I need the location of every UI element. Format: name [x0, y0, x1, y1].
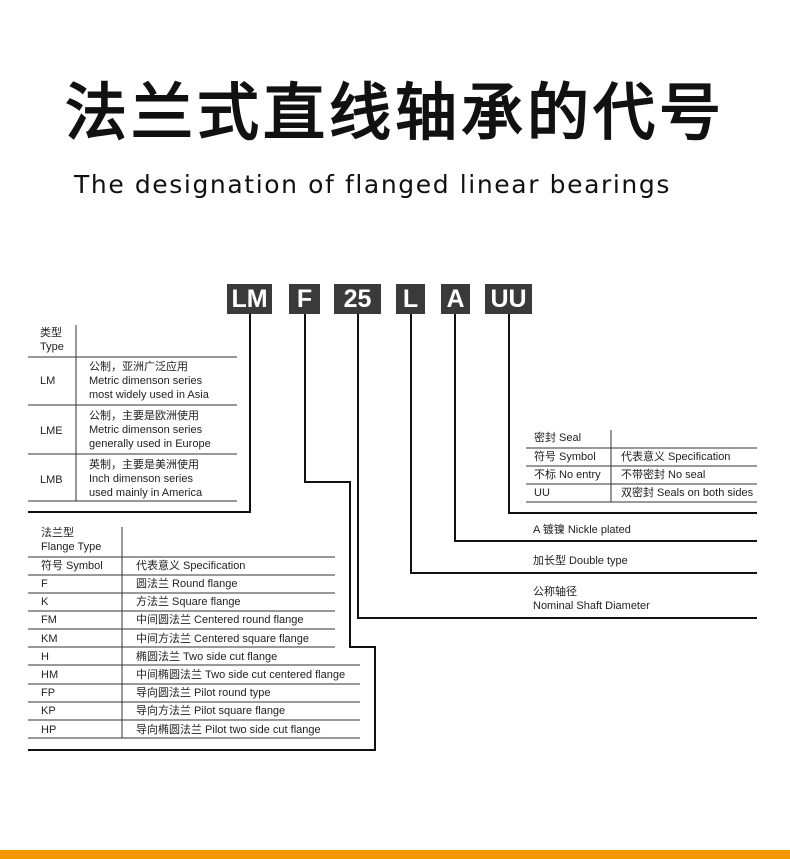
flange-spec: 导向椭圆法兰 Pilot two side cut flange: [136, 723, 321, 736]
type-desc: 公制，亚洲广泛应用: [89, 361, 188, 373]
accent-bar: [0, 850, 790, 859]
seal-symbol: 不标 No entry: [534, 469, 601, 481]
flange-symbol: KM: [41, 632, 58, 645]
flange-col-spec: 代表意义 Specification: [136, 560, 246, 572]
code-type: LM: [227, 284, 272, 314]
code-seal: UU: [485, 284, 532, 314]
type-desc: Inch dimenson series: [89, 473, 193, 485]
flange-header-cn: 法兰型: [41, 527, 74, 539]
type-desc: most widely used in Asia: [89, 389, 209, 401]
type-code: LM: [40, 375, 56, 387]
page-subtitle: The designation of flanged linear bearin…: [74, 170, 671, 199]
type-desc: generally used in Europe: [89, 438, 211, 450]
shaft-diameter-label-cn: 公称轴径: [533, 586, 577, 598]
flange-spec: 中间圆法兰 Centered round flange: [136, 614, 304, 627]
flange-symbol: FM: [41, 614, 57, 627]
flange-col-symbol: 符号 Symbol: [41, 560, 103, 572]
seal-col-spec: 代表意义 Specification: [621, 451, 731, 463]
flange-spec: 导向圆法兰 Pilot round type: [136, 687, 271, 700]
flange-spec: 方法兰 Square flange: [136, 596, 241, 609]
flange-symbol: K: [41, 596, 49, 609]
type-desc: Metric dimenson series: [89, 375, 203, 387]
type-code: LME: [40, 425, 63, 437]
flange-symbol: F: [41, 578, 48, 590]
type-code: LMB: [40, 474, 63, 486]
type-header-en: Type: [40, 341, 64, 353]
shaft-diameter-label-en: Nominal Shaft Diameter: [533, 600, 650, 612]
flange-symbol: FP: [41, 687, 56, 700]
type-desc: Metric dimenson series: [89, 424, 203, 436]
flange-spec: 中间椭圆法兰 Two side cut centered flange: [136, 669, 346, 681]
code-plating: A: [441, 284, 470, 314]
code-length: L: [396, 284, 425, 314]
flange-symbol: HP: [41, 723, 57, 736]
flange-symbol: KP: [41, 705, 56, 718]
flange-spec: 椭圆法兰 Two side cut flange: [136, 650, 278, 663]
flange-spec: 圆法兰 Round flange: [136, 578, 238, 590]
flange-spec: 中间方法兰 Centered square flange: [136, 632, 310, 645]
seal-header: 密封 Seal: [534, 432, 582, 444]
flange-symbol: HM: [41, 669, 59, 681]
nickel-label: A 镀镍 Nickle plated: [533, 524, 631, 536]
code-diameter: 25: [334, 284, 381, 314]
double-type-label: 加长型 Double type: [533, 555, 628, 567]
type-desc: used mainly in America: [89, 487, 203, 499]
seal-col-symbol: 符号 Symbol: [534, 451, 596, 463]
type-desc: 英制，主要是美洲使用: [89, 459, 199, 471]
seal-spec: 双密封 Seals on both sides: [621, 487, 754, 499]
flange-header-en: Flange Type: [41, 541, 102, 553]
code-flange: F: [289, 284, 320, 314]
page-title: 法兰式直线轴承的代号: [64, 76, 725, 149]
type-header-cn: 类型: [40, 327, 62, 339]
type-desc: 公制，主要是欧洲使用: [89, 410, 199, 422]
flange-spec: 导向方法兰 Pilot square flange: [136, 705, 286, 718]
seal-spec: 不带密封 No seal: [621, 469, 706, 481]
seal-symbol: UU: [534, 487, 550, 499]
flange-symbol: H: [41, 650, 49, 663]
